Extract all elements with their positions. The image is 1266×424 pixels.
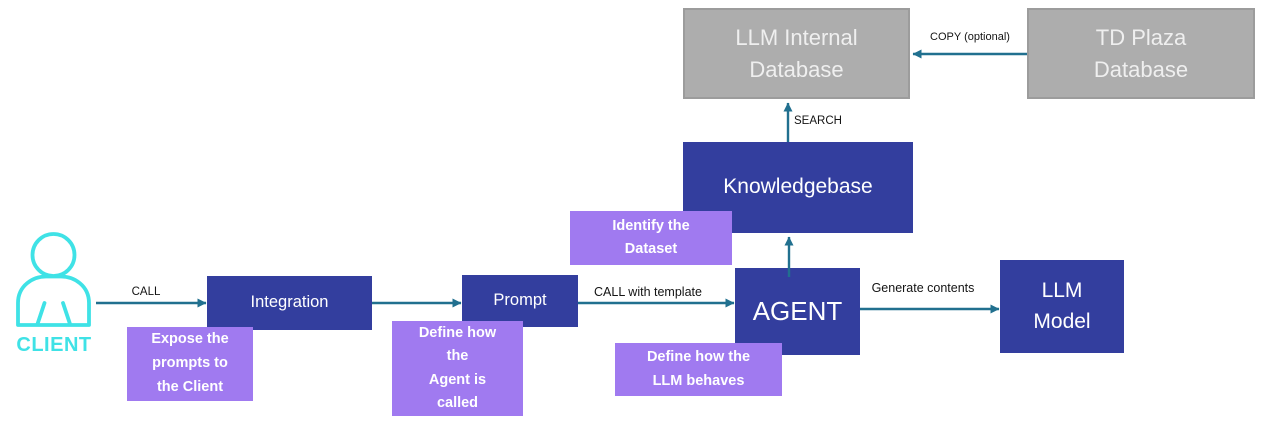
node-label: Integration <box>250 293 329 312</box>
note-line: Dataset <box>624 241 678 257</box>
note-define-llm-behaves: Define how the LLM behaves <box>615 343 782 396</box>
node-label: Prompt <box>493 291 547 310</box>
note-line: Define how the <box>646 349 751 366</box>
note-line: the Client <box>156 378 224 395</box>
edge-label-call: CALL <box>131 286 161 298</box>
edge-label-call-with-template: CALL with template <box>594 285 702 299</box>
node-client-label: CLIENT <box>16 334 92 356</box>
node-label-line: LLM Internal <box>735 24 858 50</box>
node-td-plaza-database: TD Plaza Database <box>1027 8 1255 99</box>
edge-label-copy-optional: COPY (optional) <box>930 31 1010 43</box>
node-llm-model: LLM Model <box>1000 260 1124 353</box>
note-identify-dataset: Identify the Dataset <box>570 211 732 265</box>
node-prompt: Prompt <box>462 275 578 327</box>
edge-label-generate-contents: Generate contents <box>871 281 975 295</box>
node-label-line: Database <box>1093 56 1189 82</box>
note-line: Define how <box>418 325 497 342</box>
note-define-agent-called: Define how the Agent is called <box>392 321 523 416</box>
node-agent: AGENT <box>735 268 860 355</box>
node-llm-internal-database: LLM Internal Database <box>683 8 910 99</box>
note-line: called <box>436 394 479 411</box>
note-line: Expose the <box>151 331 229 348</box>
node-label-line: Model <box>1033 309 1091 333</box>
node-label: Knowledgebase <box>723 175 873 199</box>
node-label-line: Database <box>749 56 844 82</box>
node-label: AGENT <box>752 295 843 326</box>
note-line: LLM behaves <box>652 372 745 389</box>
note-line: prompts to <box>152 355 228 372</box>
node-label-line: TD Plaza <box>1095 24 1187 50</box>
note-line: Agent is <box>428 371 487 388</box>
person-icon <box>16 232 91 327</box>
node-integration: Integration <box>207 276 372 330</box>
note-line: Identify the <box>612 217 690 234</box>
note-expose-prompts: Expose the prompts to the Client <box>127 327 253 401</box>
note-line: the <box>446 348 469 365</box>
edge-label-search: SEARCH <box>794 115 842 127</box>
node-label-line: LLM <box>1041 279 1083 303</box>
